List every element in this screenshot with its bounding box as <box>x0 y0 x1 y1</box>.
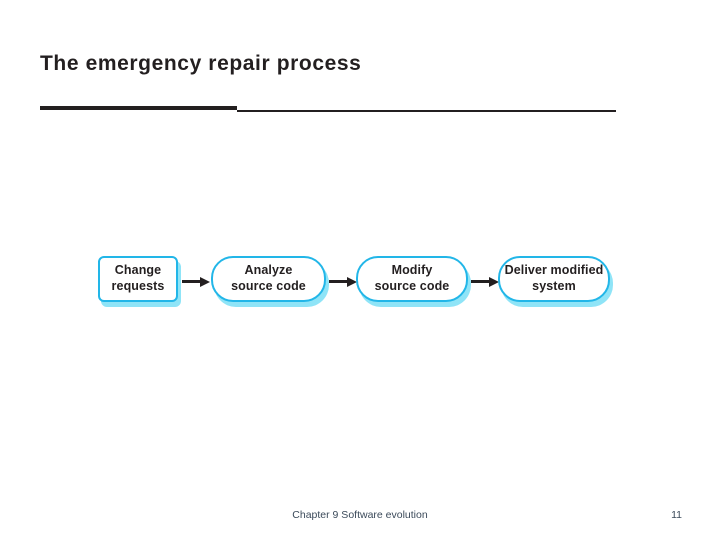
flow-node-modify-source-code-line2: source code <box>374 279 450 293</box>
flow-arrow-2-shaft <box>329 280 348 283</box>
page-title: The emergency repair process <box>40 52 362 75</box>
flow-node-deliver-modified-system-line2: system <box>532 279 576 293</box>
flow-node-deliver-modified-system-line1: Deliver modified <box>504 263 604 278</box>
flow-node-change-requests-line1: Change <box>114 263 162 278</box>
flow-arrow-1-head-icon <box>200 277 210 287</box>
title-rule-thick <box>40 106 237 110</box>
flow-arrow-1-shaft <box>182 280 201 283</box>
flow-arrow-2 <box>329 277 357 287</box>
flow-node-analyze-source-code-line2: source code <box>231 279 306 293</box>
flow-arrow-3-head-icon <box>489 277 499 287</box>
emergency-repair-flow-diagram: Change requests Analyze source code Modi… <box>98 248 610 318</box>
flow-arrow-1 <box>182 277 210 287</box>
footer-page-number: 11 <box>671 509 682 521</box>
flow-node-analyze-source-code: Analyze source code <box>211 256 326 302</box>
title-rule-thin <box>237 110 616 112</box>
flow-arrow-3-shaft <box>471 280 490 283</box>
flow-arrow-2-head-icon <box>347 277 357 287</box>
flow-node-change-requests-line2: requests <box>111 279 165 293</box>
flow-arrow-3 <box>471 277 499 287</box>
flow-node-analyze-source-code-line1: Analyze <box>244 263 293 278</box>
footer-caption: Chapter 9 Software evolution <box>292 509 428 521</box>
flow-node-modify-source-code-line1: Modify <box>391 263 433 278</box>
flow-node-modify-source-code: Modify source code <box>356 256 468 302</box>
flow-node-deliver-modified-system: Deliver modified system <box>498 256 610 302</box>
flow-node-change-requests: Change requests <box>98 256 178 302</box>
